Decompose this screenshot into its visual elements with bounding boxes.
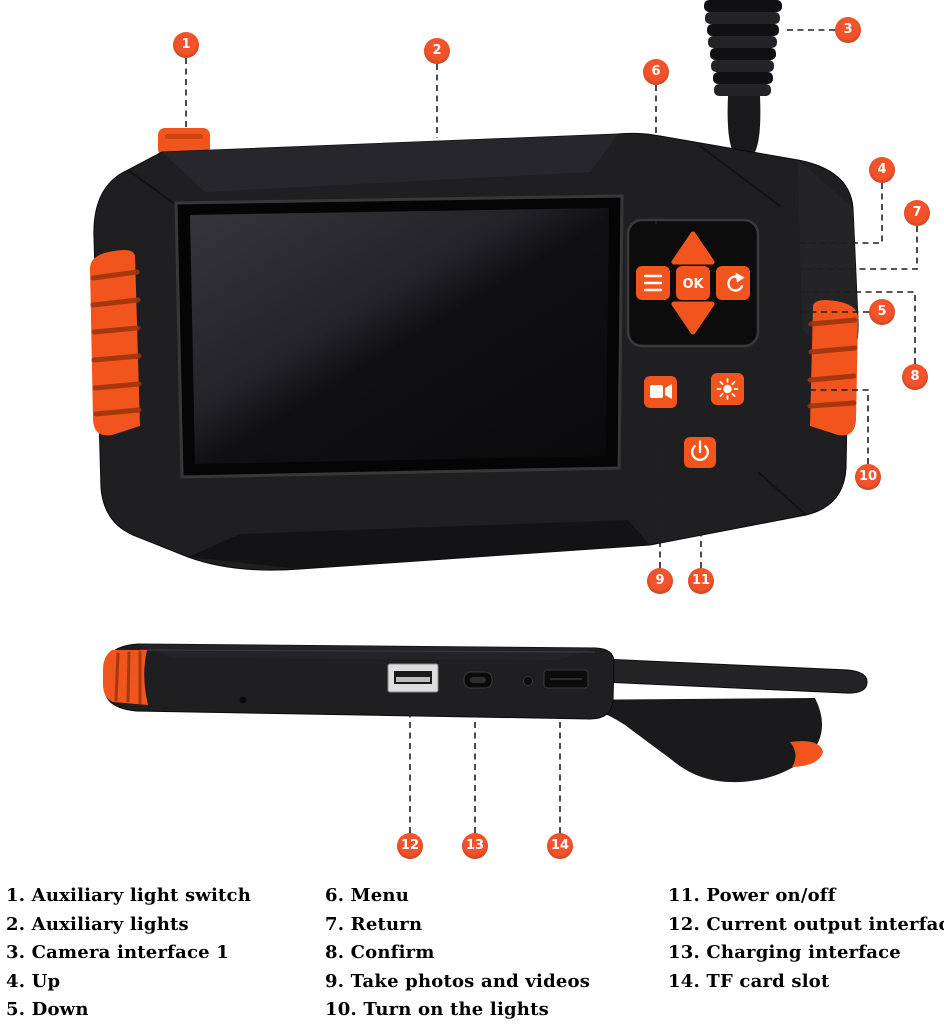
usb-port xyxy=(387,663,439,693)
legend-item-5: 5. Down xyxy=(6,999,89,1020)
legend-column-3: 11. Power on/off 12. Current output inte… xyxy=(668,882,944,996)
legend-item-10: 10. Turn on the lights xyxy=(325,999,549,1020)
dpad: OK xyxy=(626,218,760,348)
side-body xyxy=(104,643,615,720)
callout-lines xyxy=(185,29,918,833)
callout-8: 8 xyxy=(902,364,928,390)
legend-item-6: 6. Menu xyxy=(325,885,410,906)
left-grip xyxy=(90,250,142,436)
callout-2: 2 xyxy=(424,38,450,64)
return-button xyxy=(716,266,750,300)
camera-button xyxy=(644,376,677,408)
legend-item-1: 1. Auxiliary light switch xyxy=(6,885,251,906)
callout-5: 5 xyxy=(869,299,895,325)
screen xyxy=(174,194,624,479)
light-button xyxy=(711,373,744,405)
menu-icon xyxy=(643,274,663,292)
callout-4: 4 xyxy=(869,157,895,183)
legend-item-2: 2. Auxiliary lights xyxy=(6,913,189,935)
power-button xyxy=(684,437,716,468)
light-icon xyxy=(716,378,739,400)
legend-item-13: 13. Charging interface xyxy=(668,942,901,963)
callout-7: 7 xyxy=(904,200,930,226)
legend-item-8: 8. Confirm xyxy=(325,942,435,963)
hand-grip-bulge xyxy=(555,698,823,783)
reset-hole xyxy=(523,676,533,686)
callout-14: 14 xyxy=(547,833,573,859)
right-grip xyxy=(807,300,858,436)
callout-13: 13 xyxy=(462,833,488,859)
power-icon xyxy=(691,440,709,461)
kickstand-arm xyxy=(579,657,868,694)
legend-item-14: 14. TF card slot xyxy=(668,970,830,992)
side-orange-cap xyxy=(103,650,148,705)
ok-button-label: OK xyxy=(682,277,704,292)
camera-cable-connector xyxy=(704,0,782,154)
micro-usb-port xyxy=(463,671,493,689)
callout-11: 11 xyxy=(688,568,714,594)
callout-10: 10 xyxy=(855,464,881,490)
callout-6: 6 xyxy=(643,59,669,85)
legend-item-9: 9. Take photos and videos xyxy=(325,970,591,992)
callout-3: 3 xyxy=(835,17,861,43)
legend-column-2: 6. Menu 7. Return 8. Confirm 9. Take pho… xyxy=(325,882,590,1024)
legend-item-4: 4. Up xyxy=(6,970,61,992)
camera-icon xyxy=(650,384,672,399)
callout-9: 9 xyxy=(647,568,673,594)
aux-light-switch xyxy=(158,128,210,156)
device-side-view xyxy=(103,643,868,783)
return-icon xyxy=(727,272,745,292)
grip-accent xyxy=(790,741,823,767)
legend-column-1: 1. Auxiliary light switch 2. Auxiliary l… xyxy=(6,882,251,1024)
legend-item-12: 12. Current output interface xyxy=(668,913,944,935)
callout-12: 12 xyxy=(397,833,423,859)
menu-button xyxy=(636,266,670,300)
up-arrow-button xyxy=(671,231,715,265)
callout-1: 1 xyxy=(173,32,199,58)
legend-item-7: 7. Return xyxy=(325,913,423,935)
ok-button: OK xyxy=(676,266,710,300)
down-arrow-button xyxy=(671,301,715,335)
legend-item-11: 11. Power on/off xyxy=(668,885,836,906)
tf-card-slot xyxy=(543,669,589,689)
legend-item-3: 3. Camera interface 1 xyxy=(6,942,229,963)
